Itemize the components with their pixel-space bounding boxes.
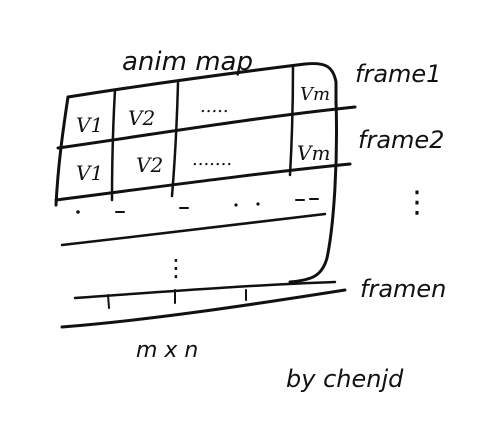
frame-label-n: framen — [360, 275, 446, 303]
row3-dot-1 — [76, 210, 80, 214]
row2-cell-4: Vm — [297, 141, 330, 165]
diagram-title: anim map — [122, 47, 253, 77]
author-label: by chenjd — [286, 365, 404, 393]
row3-mark-3 — [295, 198, 319, 201]
rows-ellipsis: ⋮ — [164, 254, 188, 282]
row-line-4 — [73, 280, 337, 300]
frame-label-1: frame1 — [355, 60, 441, 88]
grid-top-edge — [66, 62, 338, 106]
row1-cell-1: V1 — [76, 113, 103, 137]
frame-label-2: frame2 — [358, 126, 444, 154]
row1-cell-3: ..... — [200, 96, 229, 117]
frames-ellipsis: ⋮ — [402, 185, 432, 220]
row2-cell-1: V1 — [76, 161, 103, 185]
row1-cell-4: Vm — [300, 84, 330, 105]
col-line-1 — [110, 88, 117, 202]
row2-cell-2: V2 — [136, 153, 163, 177]
grid-lines — [54, 62, 357, 329]
grid-right-edge — [288, 98, 339, 284]
row-line-3 — [60, 212, 327, 247]
col-line-2 — [170, 81, 180, 198]
size-label: m x n — [136, 338, 198, 363]
row1-cell-2: V2 — [128, 106, 155, 130]
grid-left-edge — [54, 95, 70, 207]
tick-1 — [107, 294, 110, 309]
row2-cell-3: ....... — [192, 149, 232, 170]
row3-dot-2 — [234, 203, 238, 207]
row3-dot-3 — [256, 202, 260, 206]
row-line-2 — [54, 162, 352, 202]
row-line-bottom — [60, 288, 347, 329]
row-line-1 — [56, 105, 357, 150]
col-line-3 — [288, 64, 295, 177]
